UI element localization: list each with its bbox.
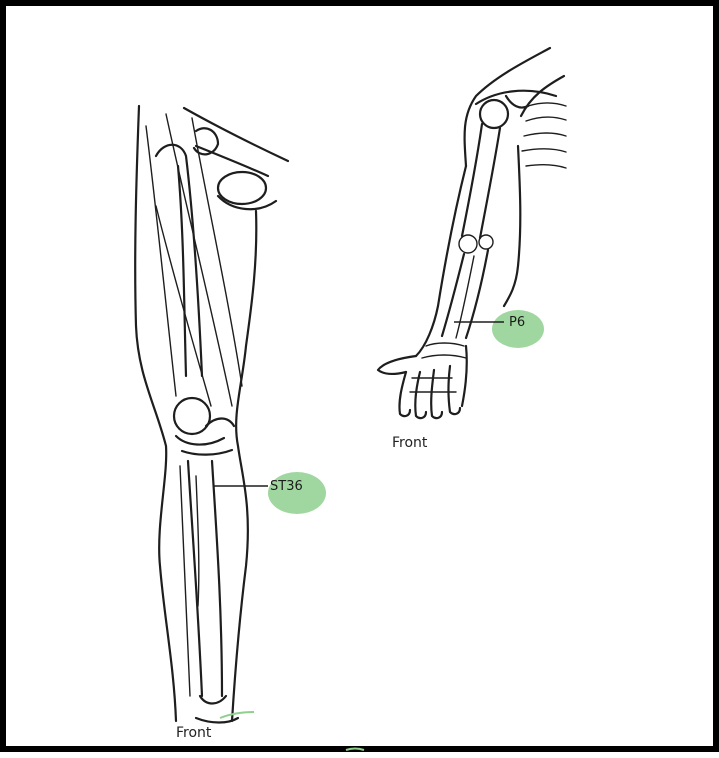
st36-label: ST36: [270, 479, 303, 494]
p6-marker: P6: [454, 310, 544, 348]
leg-illustration: [135, 106, 288, 723]
green-mark-small: [346, 749, 364, 751]
p6-label: P6: [509, 315, 525, 330]
leg-caption: Front: [176, 725, 212, 741]
arm-caption: Front: [392, 435, 428, 451]
green-mark: [220, 712, 254, 718]
acupuncture-diagram: ST36 Front: [6, 6, 719, 758]
st36-marker: ST36: [213, 472, 326, 514]
arm-illustration: [378, 48, 566, 418]
